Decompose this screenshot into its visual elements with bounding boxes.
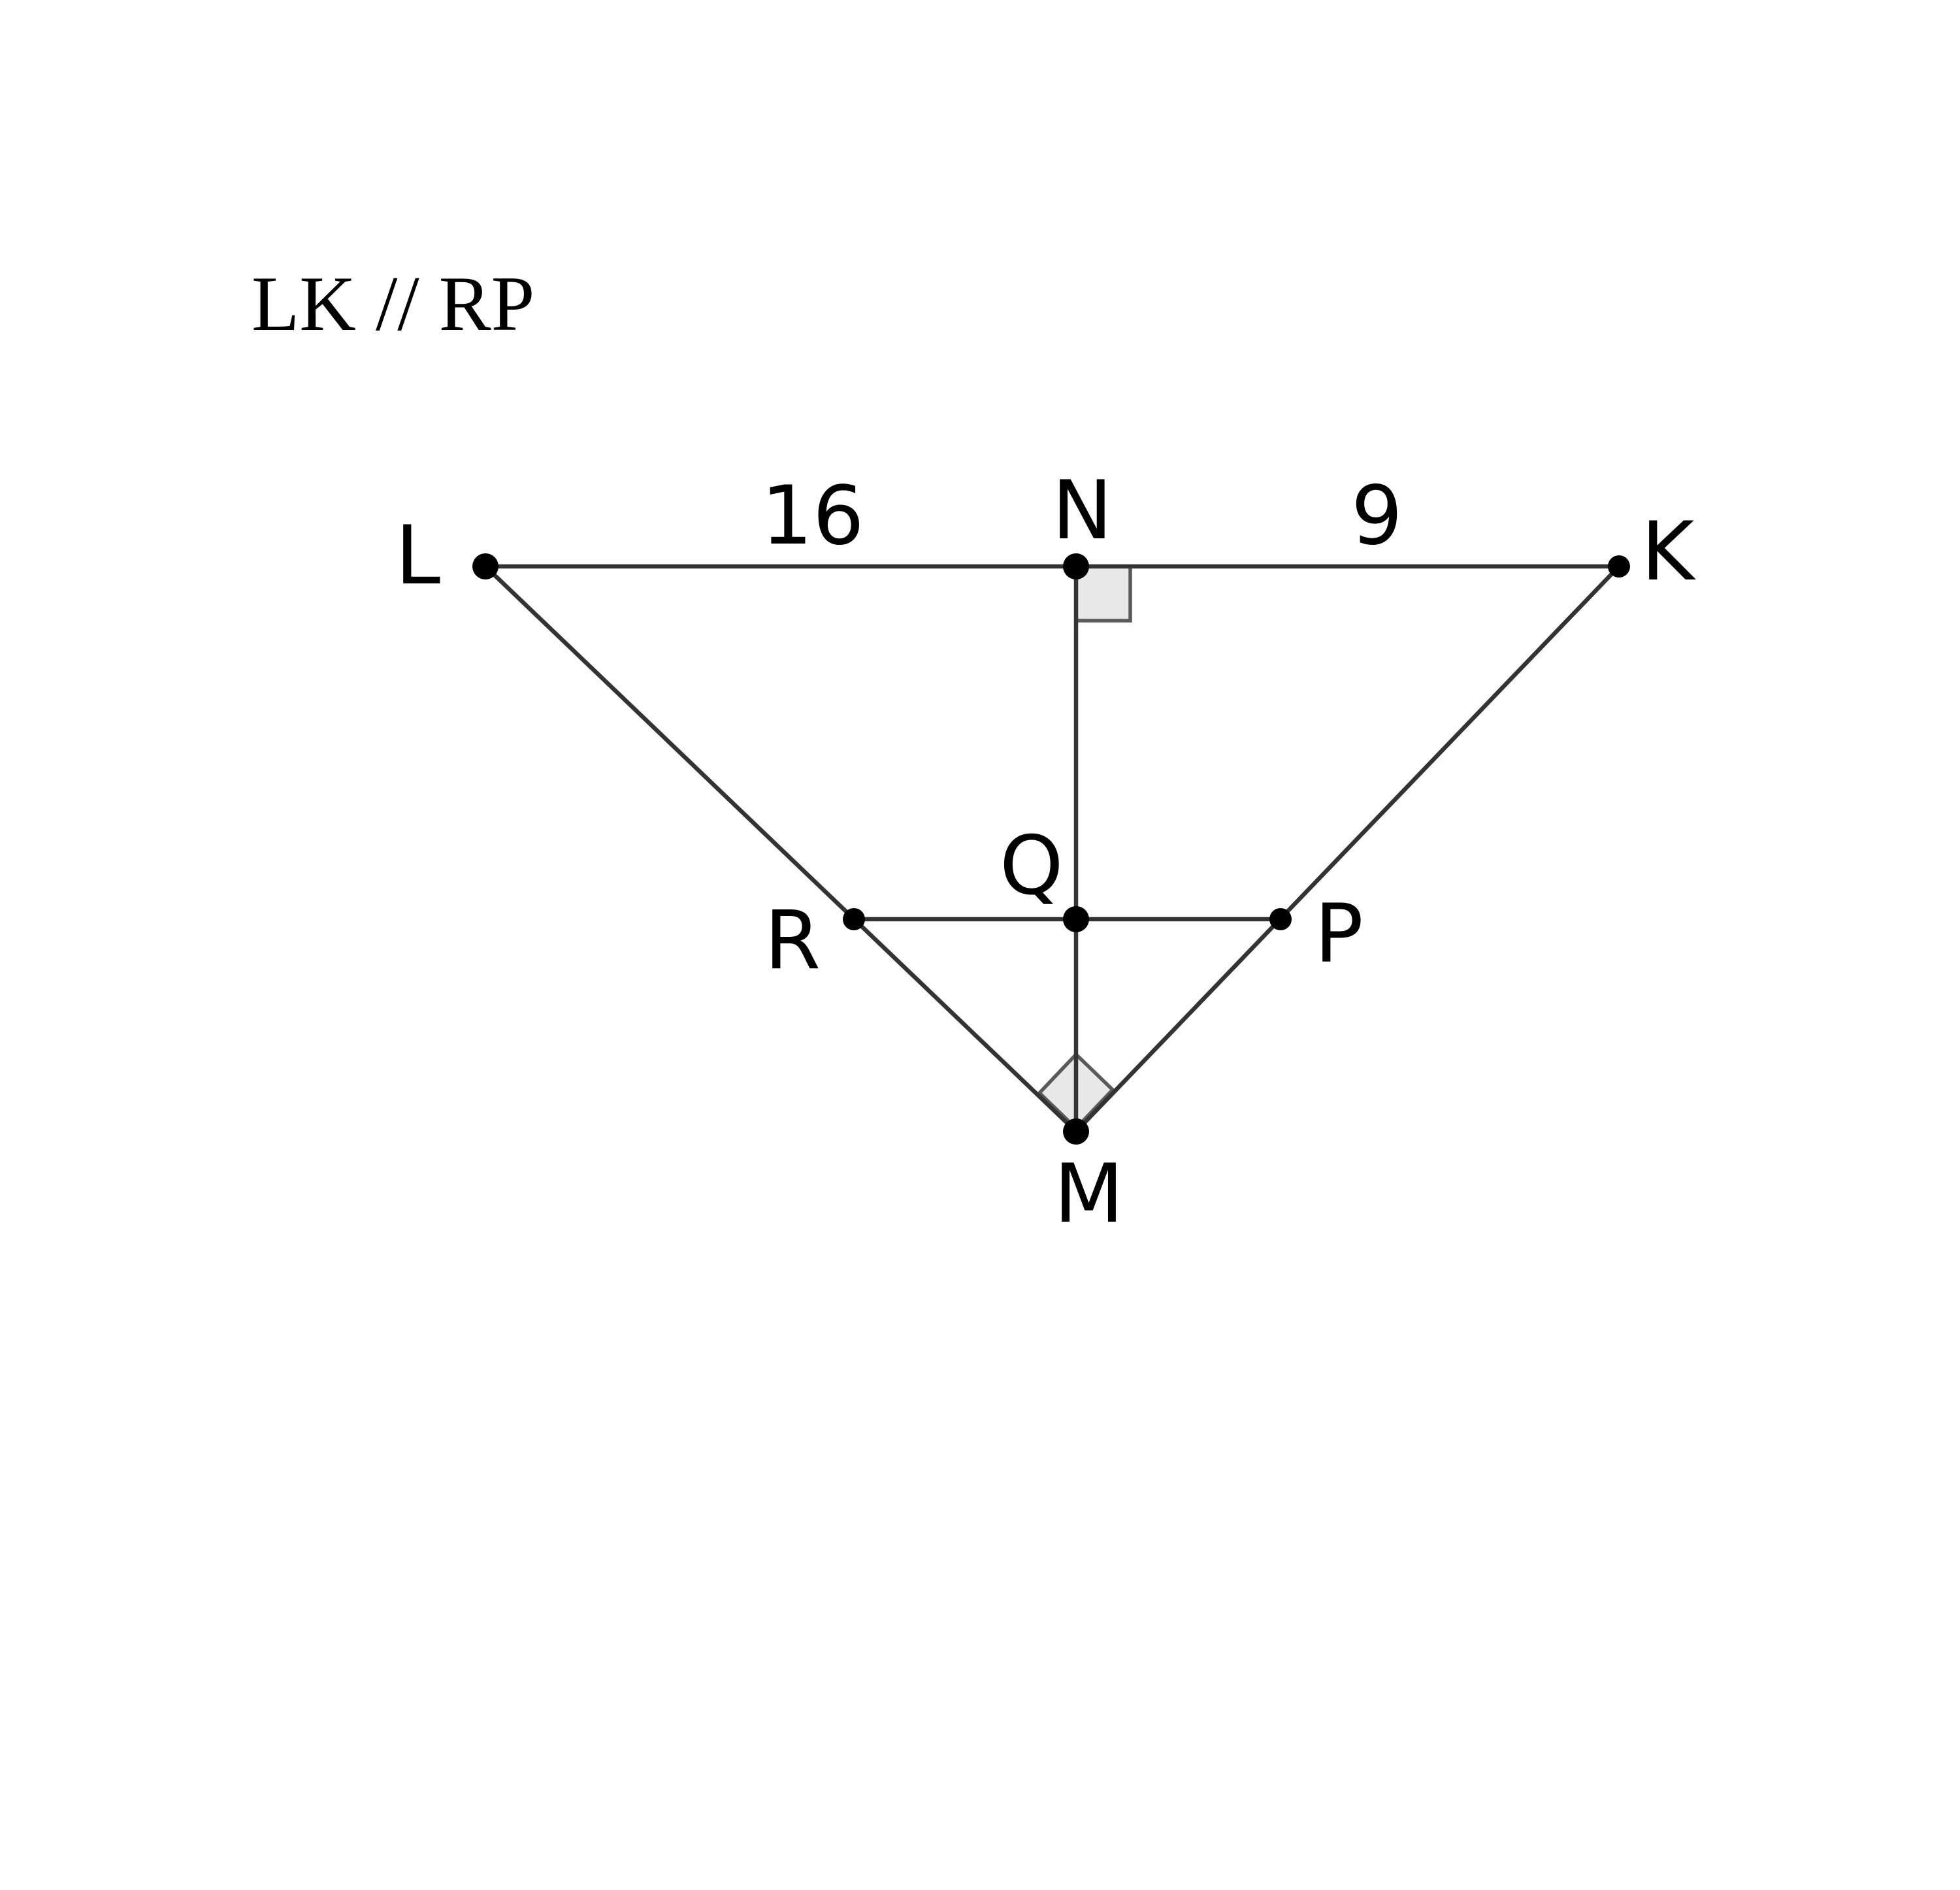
point-l xyxy=(472,553,498,579)
point-p xyxy=(1269,908,1292,930)
length-label-ln: 16 xyxy=(761,469,864,563)
point-r xyxy=(843,908,865,930)
point-k xyxy=(1608,555,1630,578)
label-m: M xyxy=(1054,1147,1124,1241)
segment-km xyxy=(1073,564,1622,1134)
point-m xyxy=(1063,1118,1089,1145)
label-n: N xyxy=(1052,464,1113,558)
length-label-nk: 9 xyxy=(1351,469,1403,563)
label-k: K xyxy=(1641,505,1696,599)
label-l: L xyxy=(395,509,440,603)
label-q: Q xyxy=(1000,819,1064,913)
given-statement: LK // RP xyxy=(252,260,534,347)
point-q xyxy=(1063,906,1089,932)
point-n xyxy=(1063,553,1089,579)
segment-lm xyxy=(483,564,1079,1134)
label-r: R xyxy=(764,894,821,988)
label-p: P xyxy=(1315,887,1364,981)
